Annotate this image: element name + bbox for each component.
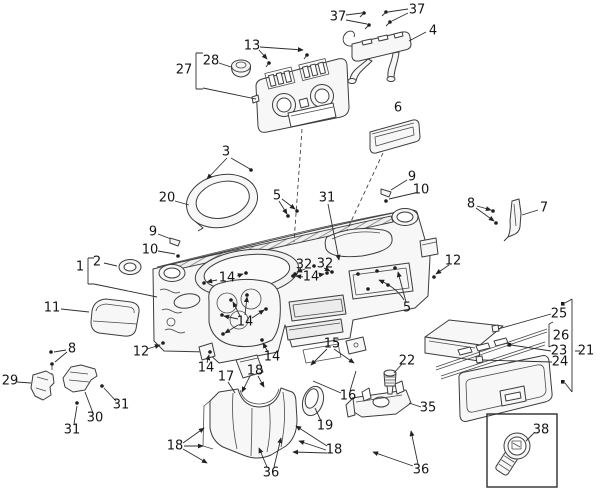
callout-5-bottom: 5 [403, 301, 411, 316]
switch-38-part [486, 413, 558, 488]
display-lens-6-part [369, 119, 421, 154]
callout-14-bc: 14 [264, 350, 281, 365]
callout-4: 4 [429, 24, 437, 39]
bracket-29-part [30, 370, 55, 401]
callout-38: 38 [533, 423, 550, 438]
callout-10-left: 10 [142, 243, 159, 258]
radio-slot [288, 294, 347, 322]
side-bracket-7-part [503, 198, 522, 242]
callout-11: 11 [44, 301, 61, 316]
switch-22-part [383, 369, 397, 395]
callout-19: 19 [317, 419, 334, 434]
callout-36-right: 36 [413, 463, 430, 478]
callout-10-right: 10 [413, 183, 430, 198]
center-bracket [345, 336, 367, 355]
dashboard-assembly-part [152, 208, 439, 379]
clip-24 [475, 355, 484, 364]
callout-21: 21 [578, 344, 595, 359]
callout-2: 2 [93, 255, 101, 270]
duct-bracket-4-part [342, 30, 412, 84]
callout-18-left: 18 [167, 439, 184, 454]
callout-26: 26 [553, 329, 570, 344]
callout-32-a: 32 [296, 258, 313, 273]
callout-29: 29 [2, 374, 19, 389]
callout-20: 20 [159, 191, 176, 206]
callout-9-right: 9 [408, 170, 416, 185]
callout-31-bl: 31 [64, 423, 81, 438]
callout-15: 15 [324, 337, 341, 352]
knob-28-part [230, 59, 252, 78]
callout-8-left: 8 [68, 342, 76, 357]
callout-18-right: 18 [326, 443, 343, 458]
latch-25 [491, 324, 500, 333]
callout-13: 13 [244, 39, 261, 54]
fastener-dots [49, 10, 565, 405]
side-bracket [419, 237, 439, 258]
callout-1: 1 [76, 260, 84, 275]
round-cap-19-part [301, 385, 325, 417]
callout-17: 17 [218, 370, 235, 385]
left-lower-bracket [198, 342, 216, 361]
callout-5-top: 5 [273, 189, 281, 204]
callout-14-upper: 14 [219, 271, 236, 286]
callout-35: 35 [420, 401, 437, 416]
glovebox-assembly-part [424, 319, 553, 422]
clip-9-right [380, 188, 392, 198]
callout-28: 28 [203, 54, 220, 69]
callout-31-top: 31 [319, 191, 336, 206]
glovebox-lid-24 [458, 355, 553, 422]
callout-36-left: 36 [263, 466, 280, 481]
inset-box [486, 413, 558, 488]
callout-9-left: 9 [149, 225, 157, 240]
bracket-30-part [62, 364, 98, 393]
seal-strips-26 [435, 328, 548, 380]
callout-14-center: 14 [303, 270, 320, 285]
steering-column-stub [235, 354, 264, 379]
callout-8-right: 8 [467, 197, 475, 212]
callout-6: 6 [394, 101, 402, 116]
callout-18-top: 18 [247, 364, 264, 379]
callout-16: 16 [340, 389, 357, 404]
callout-37-a: 37 [330, 10, 347, 25]
callout-3: 3 [222, 145, 230, 160]
callout-24: 24 [552, 355, 569, 370]
callout-12-left: 12 [133, 345, 150, 360]
callout-37-b: 37 [409, 3, 426, 18]
callout-labels: 37 37 4 13 27 28 6 3 20 9 10 5 31 9 10 8… [2, 3, 595, 481]
callout-14-fan: 14 [237, 315, 254, 330]
callout-7: 7 [540, 201, 548, 216]
callout-22: 22 [399, 354, 416, 369]
leader-lines [16, 8, 580, 468]
callout-14-bl: 14 [198, 361, 215, 376]
callout-25: 25 [551, 307, 568, 322]
callout-27: 27 [176, 63, 193, 78]
column-cover-17-part [202, 387, 298, 459]
hvac-control-panel-part [251, 58, 350, 133]
callout-23: 23 [551, 344, 568, 359]
callout-31-br: 31 [113, 398, 130, 413]
vent-ring-2-part [118, 259, 142, 275]
callout-30: 30 [87, 411, 104, 426]
callout-32-b: 32 [317, 257, 334, 272]
bracket-35-part [345, 380, 412, 418]
callout-12-right: 12 [445, 254, 462, 269]
cluster-hood-20-part [186, 173, 258, 232]
clip-9-left [169, 237, 181, 247]
storage-pocket-11-part [90, 298, 140, 337]
